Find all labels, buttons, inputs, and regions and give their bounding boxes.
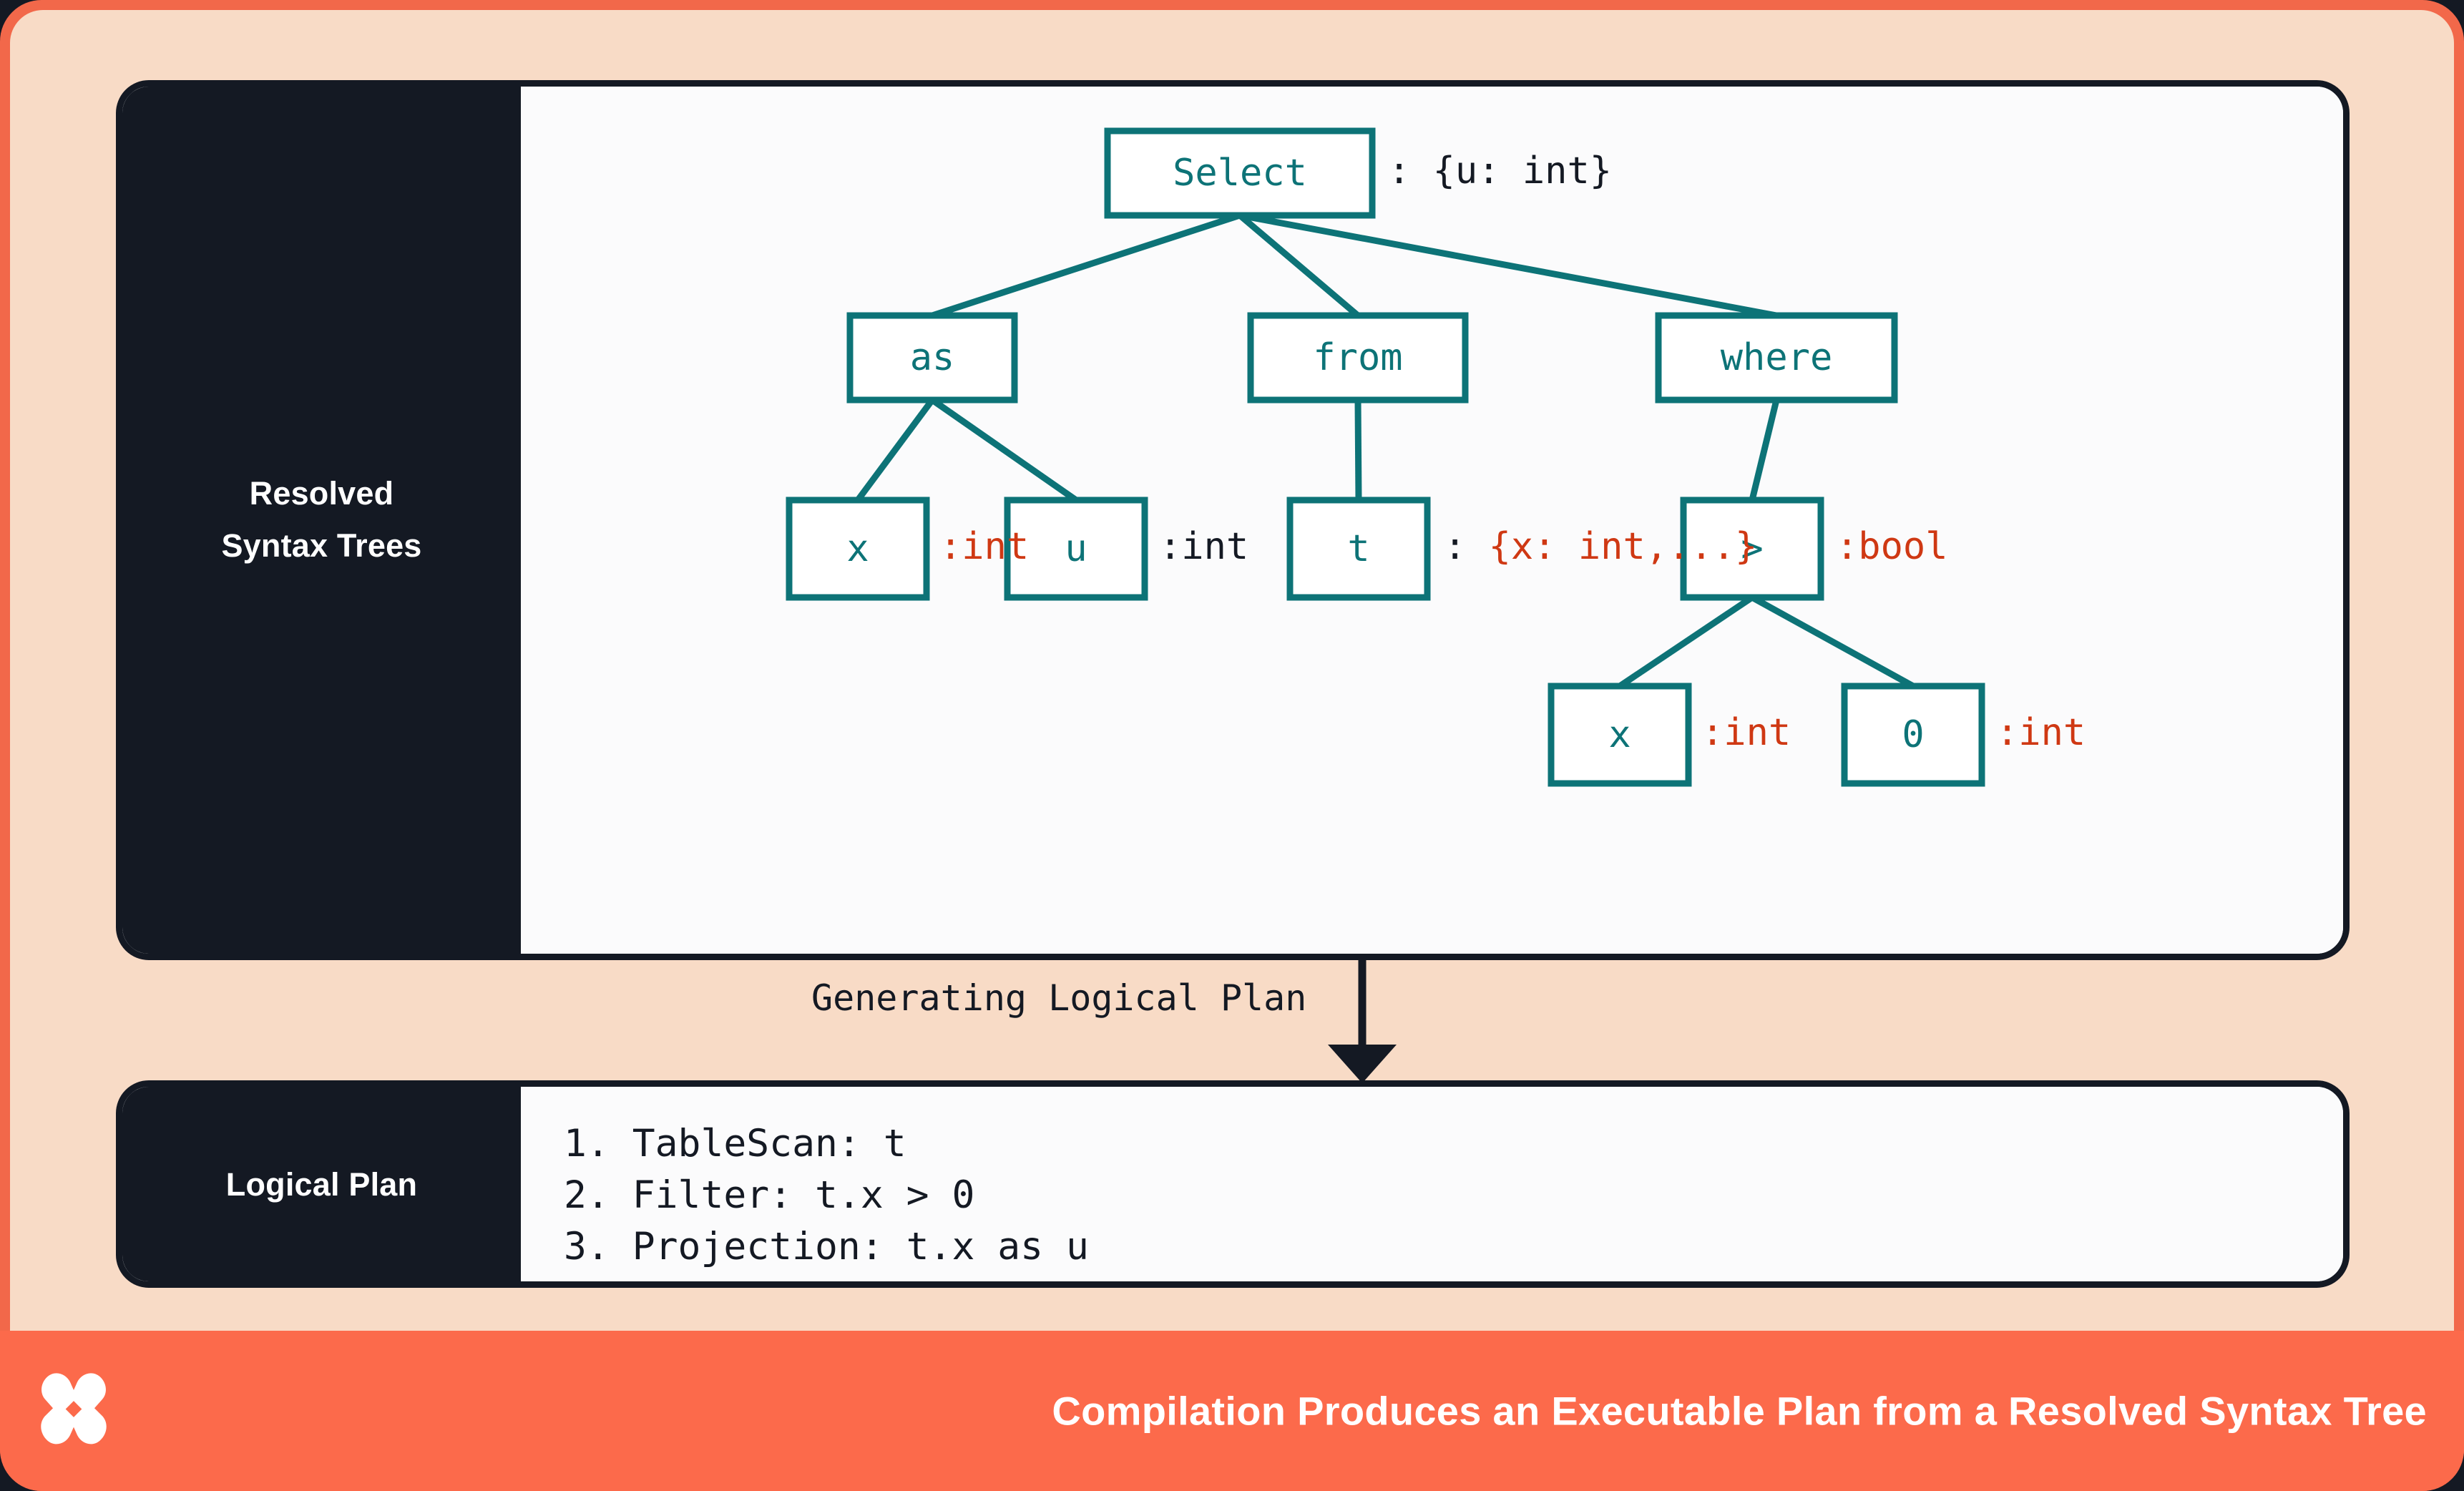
type-annotation-as_u: :int: [1159, 525, 1248, 568]
tree-edge: [1354, 399, 1362, 501]
syntax-tree-diagram: Select as from where x u t > x 0 : {u: int} :int :i…: [786, 127, 2086, 787]
type-annotation-part: :int: [1996, 711, 2086, 754]
logical-plan-step: 2. Filter: t.x > 0: [564, 1173, 975, 1218]
tree-edge: [1238, 212, 1360, 318]
tree-node-gt[interactable]: >: [1680, 497, 1824, 601]
tree-edge: [855, 398, 935, 502]
tree-node-label: Select: [1173, 152, 1307, 195]
type-annotation-part: :: [1444, 525, 1489, 568]
tree-node-box: [1286, 497, 1431, 601]
tree-node-label: u: [1065, 527, 1087, 570]
generating-plan-connector: [1328, 960, 1397, 1080]
panel-syntax-sidebar-label: Resolved Syntax Trees: [122, 87, 521, 954]
tree-node-box: [1004, 497, 1148, 601]
panel-plan-sidebar-label: Logical Plan: [122, 1087, 521, 1281]
type-annotation-gt: :bool: [1836, 525, 1948, 568]
panel-logical-plan: Logical Plan 1. TableScan: t 2. Filter: t…: [116, 1080, 2350, 1288]
tree-edge: [1750, 595, 1915, 689]
tree-node-gt_x[interactable]: x: [1548, 683, 1692, 787]
panel-resolved-syntax-trees: Resolved Syntax Trees Select as from where x…: [116, 80, 2350, 960]
logical-plan-step-list: 1. TableScan: t 2. Filter: t.x > 0 3. Proj…: [564, 1118, 1089, 1273]
type-annotation-part: :int: [1701, 711, 1791, 754]
tree-node-label: as: [910, 336, 955, 379]
tree-node-label: 0: [1902, 713, 1924, 756]
footer-bar: Compilation Produces an Executable Plan …: [0, 1331, 2464, 1491]
type-annotation-gt_x: :int: [1701, 711, 1791, 754]
type-annotation-part: {x: int,...}: [1489, 525, 1758, 568]
tree-node-box: [1655, 312, 1898, 404]
tree-annotation-group: : {u: int}:int:int: {x: int,...}:bool:in…: [939, 150, 2086, 754]
type-annotation-select: : {u: int}: [1388, 150, 1612, 192]
tree-node-label: from: [1313, 336, 1402, 379]
type-annotation-gt_0: :int: [1996, 711, 2086, 754]
sidebar-label-line2: Syntax Trees: [221, 527, 422, 564]
logical-plan-step: 3. Projection: t.x as u: [564, 1225, 1089, 1269]
tree-node-box: [1680, 497, 1824, 601]
tree-node-box: [786, 497, 930, 601]
tree-node-from[interactable]: from: [1247, 312, 1469, 404]
tree-node-box: [846, 312, 1018, 404]
tree-node-label: x: [1608, 713, 1631, 756]
type-annotation-part: :bool: [1836, 525, 1948, 568]
panel-syntax-body: Select as from where x u t > x 0 : {u: int} :int :i…: [521, 87, 2343, 954]
tree-edge: [1618, 595, 1754, 689]
tree-edge: [930, 397, 1078, 503]
tree-node-box: [1548, 683, 1692, 787]
type-annotation-part: :int: [939, 525, 1029, 568]
tree-edge: [1239, 212, 1777, 319]
tree-node-box: [1841, 683, 1985, 787]
type-annotation-part: :int: [1159, 525, 1248, 568]
type-annotation-from_t: : {x: int,...}: [1444, 525, 1757, 568]
tree-edge: [1749, 399, 1780, 502]
tree-node-from_t[interactable]: t: [1286, 497, 1431, 601]
tree-node-as[interactable]: as: [846, 312, 1018, 404]
x-logo-icon: [41, 1373, 107, 1444]
tree-edge-group: [855, 212, 1915, 689]
tree-node-box: [1247, 312, 1469, 404]
tree-node-label: x: [846, 527, 869, 570]
tree-node-group: Select as from where x u t > x 0: [786, 127, 1985, 787]
connector-label: Generating Logical Plan: [811, 977, 1307, 1019]
tree-node-label: where: [1721, 336, 1833, 379]
sidebar-label-line1: Resolved: [249, 475, 394, 512]
connector-arrowhead-icon: [1328, 1045, 1397, 1080]
type-annotation-as_x: :int: [939, 525, 1029, 568]
tree-node-gt_0[interactable]: 0: [1841, 683, 1985, 787]
footer-caption: Compilation Produces an Executable Plan …: [1052, 1388, 2427, 1434]
tree-node-select[interactable]: Select: [1104, 127, 1376, 219]
tree-node-as_x[interactable]: x: [786, 497, 930, 601]
tree-node-label: t: [1347, 527, 1369, 570]
tree-node-where[interactable]: where: [1655, 312, 1898, 404]
tree-node-as_u[interactable]: u: [1004, 497, 1148, 601]
tree-node-box: [1104, 127, 1376, 219]
logical-plan-step: 1. TableScan: t: [564, 1122, 906, 1165]
type-annotation-part: : {u: int}: [1388, 150, 1612, 192]
tree-node-label: >: [1741, 527, 1763, 570]
page-canvas: Resolved Syntax Trees Select as from where x…: [10, 10, 2454, 1331]
panel-plan-body: 1. TableScan: t 2. Filter: t.x > 0 3. Proj…: [521, 1087, 2343, 1281]
tree-edge: [931, 212, 1241, 319]
